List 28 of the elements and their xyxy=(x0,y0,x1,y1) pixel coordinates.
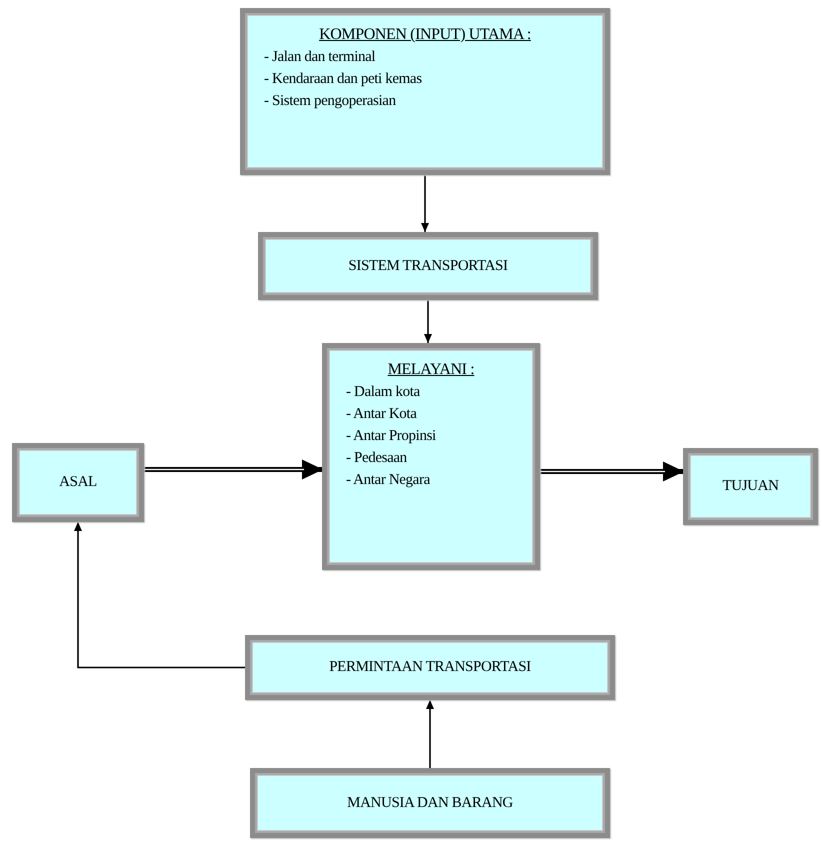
process-box xyxy=(12,443,144,522)
arrow xyxy=(540,462,684,482)
list-item: - Dalam kota xyxy=(346,383,420,402)
box-heading: KOMPONEN (INPUT) UTAMA : xyxy=(319,25,531,45)
list-item: - Pedesaan xyxy=(346,449,407,468)
process-box xyxy=(250,768,610,838)
box-label: ASAL xyxy=(59,473,97,492)
list-item: - Antar Propinsi xyxy=(346,427,436,446)
arrow xyxy=(144,460,323,480)
box-label: MANUSIA DAN BARANG xyxy=(347,794,513,813)
list-item: - Kendaraan dan peti kemas xyxy=(264,70,422,89)
list-item: - Antar Kota xyxy=(346,405,416,424)
box-label: PERMINTAAN TRANSPORTASI xyxy=(329,658,531,678)
list-item: - Jalan dan terminal xyxy=(264,48,376,67)
box-heading: MELAYANI : xyxy=(388,360,474,380)
arrow xyxy=(421,175,429,232)
list-item: - Antar Negara xyxy=(346,471,430,490)
process-box xyxy=(683,448,818,525)
process-box xyxy=(258,232,598,300)
arrow xyxy=(424,300,432,343)
list-item: - Sistem pengoperasian xyxy=(264,92,396,111)
arrow xyxy=(426,700,434,768)
box-label: SISTEM TRANSPORTASI xyxy=(348,256,508,276)
box-label: TUJUAN xyxy=(722,477,779,496)
arrow xyxy=(74,522,245,668)
process-box xyxy=(240,8,610,175)
process-box xyxy=(245,635,615,700)
process-box xyxy=(322,343,540,570)
